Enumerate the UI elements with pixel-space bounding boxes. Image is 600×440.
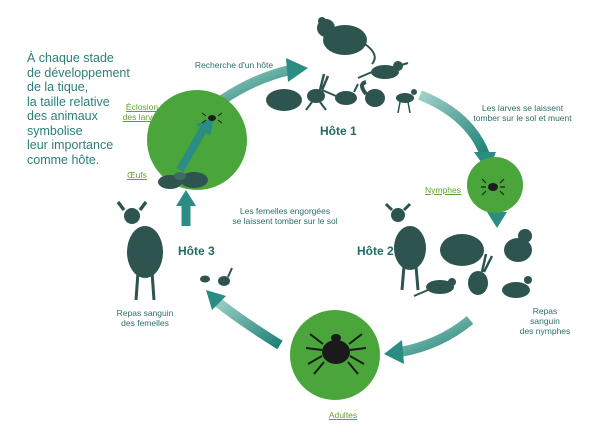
mouse-icon bbox=[317, 17, 376, 65]
meal-females-label: Repas sanguin des femelles bbox=[116, 308, 174, 328]
adults-label: Adultes bbox=[328, 410, 358, 420]
bird-icon bbox=[357, 61, 409, 79]
adult-tick-icon bbox=[305, 333, 367, 375]
rabbit-icon bbox=[305, 73, 330, 111]
host1-label: Hôte 1 bbox=[320, 124, 357, 138]
pheasant-icon bbox=[321, 83, 359, 105]
arrow-host2-to-adults bbox=[399, 316, 474, 357]
host3-label: Hôte 3 bbox=[178, 244, 215, 258]
larvae-drop-label: Les larves se laissent tomber sur le sol… bbox=[473, 103, 572, 123]
arrow-adults-to-host3-head bbox=[206, 290, 226, 310]
mouse-icon bbox=[200, 275, 210, 283]
eggs-label: Œufs bbox=[127, 170, 147, 180]
bird-icon bbox=[413, 278, 456, 297]
hatching-inner-arrow bbox=[176, 126, 208, 172]
search-host-label: Recherche d'un hôte bbox=[194, 60, 274, 70]
nymphs-label: Nymphes bbox=[425, 185, 461, 195]
host2-label: Hôte 2 bbox=[357, 244, 394, 258]
host3-animals bbox=[116, 200, 233, 301]
hedgehog-icon bbox=[266, 89, 302, 111]
hatching-inner-arrow-head bbox=[196, 118, 214, 136]
arrow-host2-to-adults-head bbox=[384, 340, 404, 364]
fawn-icon bbox=[396, 89, 417, 114]
hatching-label: Éclosion des larves bbox=[122, 102, 162, 122]
rabbit-icon bbox=[468, 253, 494, 295]
squirrel-icon bbox=[504, 229, 532, 262]
host2-animals bbox=[384, 202, 532, 298]
arrow-to-host1 bbox=[219, 65, 292, 105]
deer-icon bbox=[116, 200, 163, 301]
arrow-host1-to-nymphs bbox=[418, 90, 490, 157]
cycle-arrows bbox=[176, 58, 507, 364]
hedgehog-icon bbox=[440, 234, 484, 266]
host1-animals bbox=[266, 17, 417, 114]
nymph-tick-icon bbox=[481, 178, 505, 196]
arrow-adults-to-host3 bbox=[211, 296, 283, 350]
eggs-icon bbox=[158, 172, 208, 189]
rabbit-icon bbox=[218, 267, 233, 286]
pheasant-icon bbox=[502, 276, 532, 298]
larva-tick-icon bbox=[201, 112, 223, 124]
intro-text: À chaque stade de développement de la ti… bbox=[27, 51, 130, 167]
squirrel-icon bbox=[360, 80, 385, 107]
arrow-nymphs-down-head bbox=[487, 212, 507, 228]
arrow-host3-up-head bbox=[176, 190, 196, 206]
arrow-to-host1-head bbox=[286, 58, 308, 82]
females-drop-label: Les femelles engorgées se laissent tombe… bbox=[232, 206, 338, 226]
deer-icon bbox=[384, 202, 426, 291]
meal-nymphs-label: Repas sanguin des nymphes bbox=[519, 306, 571, 336]
